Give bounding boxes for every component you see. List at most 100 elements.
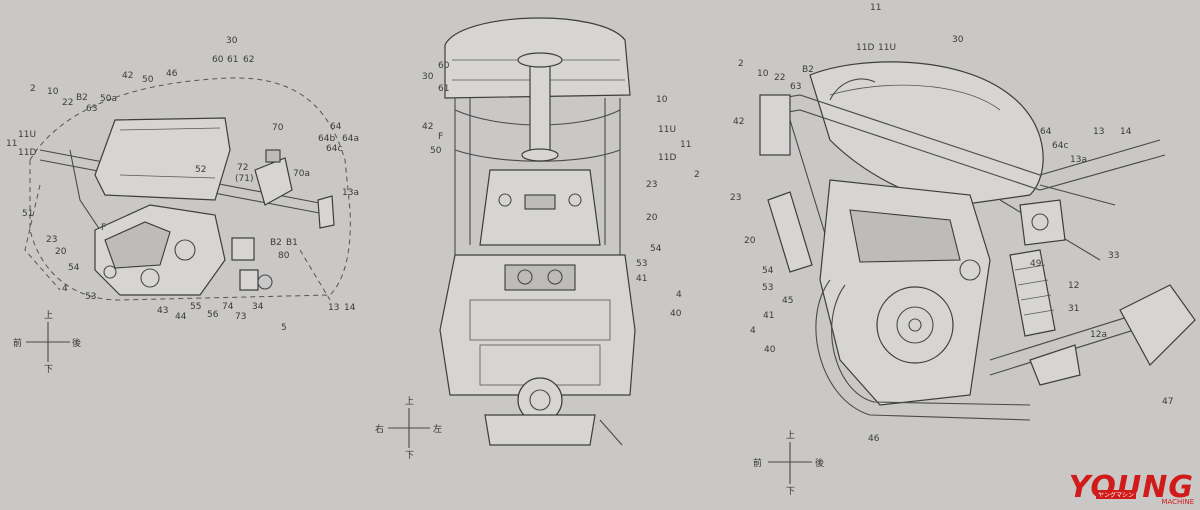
ref-label: 2 [30, 84, 36, 94]
ref-label: 63 [86, 104, 97, 114]
ref-label: 40 [670, 309, 682, 319]
ref-label: 13a [1070, 155, 1087, 165]
ref-label: F [438, 132, 443, 142]
ref-label: 33 [1108, 251, 1119, 261]
ref-label: 61 [227, 55, 238, 65]
ref-label: 11U [18, 130, 36, 140]
ref-label: 61 [438, 84, 449, 94]
figure-middle: 60 30 61 42 F 50 10 11U 11 11D 2 23 20 5… [375, 17, 700, 461]
ref-label: B1 [286, 238, 298, 248]
ref-label: B2 [270, 238, 282, 248]
ref-label: 30 [952, 35, 964, 45]
ref-label: 34 [252, 302, 264, 312]
svg-text:下: 下 [405, 451, 414, 461]
ref-label: 46 [166, 69, 178, 79]
ref-label: 74 [222, 302, 234, 312]
direction-compass-right: 上 下 前 後 [753, 430, 824, 497]
svg-text:後: 後 [72, 337, 81, 349]
ref-label: 52 [195, 165, 206, 175]
ref-label: 12 [1068, 281, 1079, 291]
ref-label: 31 [1068, 304, 1079, 314]
ref-label: 54 [650, 244, 662, 254]
ref-label: 62 [243, 55, 254, 65]
ref-label: 23 [730, 193, 741, 203]
ref-label: 12a [1090, 330, 1107, 340]
ref-label: 20 [646, 213, 658, 223]
ref-label: 13 [1093, 127, 1104, 137]
ref-label: 40 [764, 345, 776, 355]
ref-label: 42 [733, 117, 744, 127]
ref-label: 14 [1120, 127, 1132, 137]
ref-label: 11D [18, 148, 36, 158]
svg-text:上: 上 [405, 396, 414, 407]
ref-label: 46 [868, 434, 880, 444]
ref-label: 10 [656, 95, 668, 105]
ref-label: 60 [438, 61, 450, 71]
svg-text:上: 上 [786, 430, 795, 441]
ref-label: 44 [175, 312, 187, 322]
svg-text:上: 上 [44, 310, 53, 321]
ref-label: 64b [318, 134, 335, 144]
ref-label: 42 [122, 71, 133, 81]
ref-label: 4 [62, 284, 68, 294]
ref-label: 42 [422, 122, 433, 132]
ref-label: 11U [878, 43, 896, 53]
ref-label: B2 [802, 65, 814, 75]
svg-text:後: 後 [815, 457, 824, 469]
ref-label: 54 [762, 266, 774, 276]
ref-label: 5 [281, 323, 287, 333]
ref-label: 22 [62, 98, 73, 108]
direction-compass-left: 上 下 前 後 [13, 310, 81, 375]
ref-label: 64 [330, 122, 342, 132]
ref-label: 50 [430, 146, 442, 156]
ref-label: 63 [790, 82, 801, 92]
ref-label: 13a [342, 188, 359, 198]
figure-left: 30 60 61 62 2 46 42 50 10 22 B2 63 50a 1… [6, 36, 359, 375]
ref-label: 2 [694, 170, 700, 180]
ref-label: B2 [76, 93, 88, 103]
figure-right: 11 11D 11U 30 2 10 22 63 B2 42 64 13 14 … [730, 3, 1196, 497]
ref-label: 43 [157, 306, 168, 316]
ref-label: 73 [235, 312, 246, 322]
ref-label: 53 [762, 283, 773, 293]
ref-label: 23 [646, 180, 657, 190]
ref-label: 64 [1040, 127, 1052, 137]
ref-label: 64c [1052, 141, 1068, 151]
svg-text:前: 前 [13, 337, 22, 349]
ref-label: 54 [68, 263, 80, 273]
ref-label: 14 [344, 303, 356, 313]
ref-label: 60 [212, 55, 224, 65]
ref-label: 11D [856, 43, 874, 53]
ref-label: 11U [658, 125, 676, 135]
ref-label: 10 [757, 69, 769, 79]
ref-label: 13 [328, 303, 339, 313]
ref-label: 47 [1162, 397, 1173, 407]
svg-text:下: 下 [44, 365, 53, 375]
ref-label: 49 [1030, 259, 1042, 269]
ref-label: 55 [190, 302, 201, 312]
ref-label: 80 [278, 251, 290, 261]
ref-label: 64a [342, 134, 359, 144]
svg-text:左: 左 [433, 423, 442, 435]
svg-text:下: 下 [786, 487, 795, 497]
ref-label: 70 [272, 123, 284, 133]
ref-label: 11 [680, 140, 691, 150]
ref-label: 41 [763, 311, 774, 321]
ref-label: 50a [100, 94, 117, 104]
ref-label: 41 [636, 274, 647, 284]
ref-label: 11D [658, 153, 676, 163]
ref-label: 64c [326, 144, 342, 154]
ref-label: 45 [782, 296, 793, 306]
ref-label: 11 [870, 3, 881, 13]
direction-compass-middle: 上 下 右 左 [375, 396, 442, 461]
ref-label: 23 [46, 235, 57, 245]
ref-label: 51 [22, 209, 33, 219]
ref-label: 20 [55, 247, 67, 257]
ref-label: 70a [293, 169, 310, 179]
ref-label: 2 [738, 59, 744, 69]
svg-text:右: 右 [375, 423, 384, 435]
ref-label: F [101, 223, 106, 233]
svg-text:前: 前 [753, 457, 762, 469]
